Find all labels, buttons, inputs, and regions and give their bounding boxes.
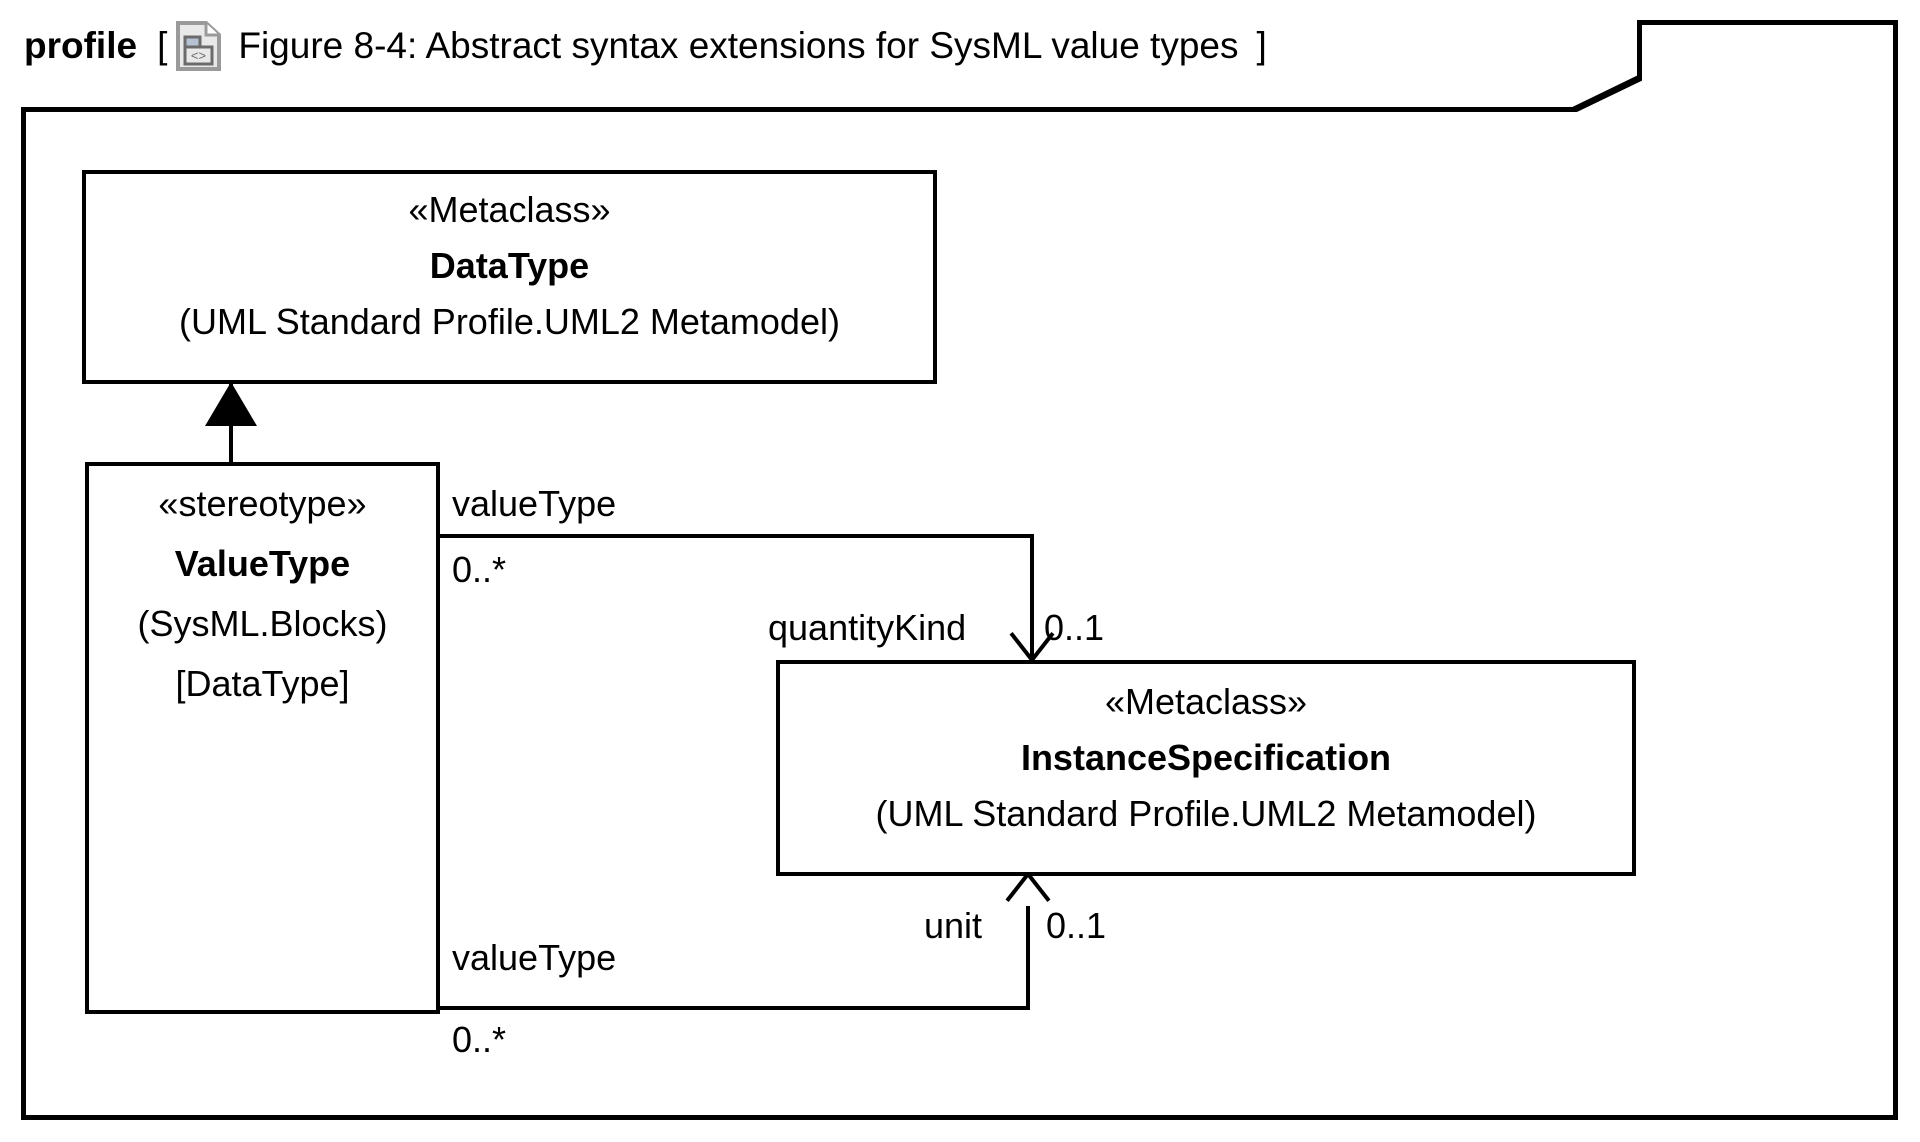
valuetype-name: ValueType (174, 543, 351, 584)
unit-edge-vertical (1026, 906, 1030, 1010)
diagram-frame-header (21, 20, 1642, 112)
datatype-qualified-name: (UML Standard Profile.UML2 Metamodel) (179, 301, 840, 342)
unit-arrowhead (1005, 872, 1051, 908)
unit-source-multiplicity-label: 0..* (452, 1019, 507, 1060)
quantitykind-target-role-label: quantityKind (768, 607, 967, 648)
datatype-stereotype: «Metaclass» (408, 189, 611, 230)
valuetype-stereotype: «stereotype» (158, 483, 367, 524)
profile-diagram-document-icon: <> (175, 20, 222, 72)
generalization-arrowhead-filled-triangle (205, 382, 257, 426)
class-box-datatype[interactable]: «Metaclass» DataType (UML Standard Profi… (82, 170, 937, 384)
quantitykind-edge-horizontal (440, 534, 1034, 538)
class-box-instancespecification[interactable]: «Metaclass» InstanceSpecification (UML S… (776, 660, 1636, 876)
quantitykind-source-role-label: valueType (452, 483, 617, 524)
quantitykind-edge-vertical (1030, 534, 1034, 660)
unit-edge-horizontal (440, 1006, 1030, 1010)
quantitykind-source-multiplicity-label: 0..* (452, 549, 507, 590)
frame-header-content: profile [ <> Figure 8-4: Abstract syntax… (24, 0, 1267, 92)
quantitykind-target-multiplicity-label: 0..1 (1044, 607, 1105, 648)
unit-target-multiplicity-label: 0..1 (1046, 905, 1107, 946)
instancespecification-qualified-name: (UML Standard Profile.UML2 Metamodel) (875, 793, 1537, 834)
unit-source-role-label: valueType (452, 937, 617, 978)
datatype-name: DataType (429, 245, 590, 286)
instancespecification-name: InstanceSpecification (1020, 737, 1392, 778)
valuetype-qualified-name: (SysML.Blocks) (137, 603, 388, 644)
bracket-open: [ (157, 25, 168, 66)
diagram-kind-keyword: profile (24, 25, 138, 66)
svg-text:<>: <> (191, 48, 206, 63)
diagram-title: Figure 8-4: Abstract syntax extensions f… (238, 25, 1239, 66)
frame-header-background (21, 20, 1637, 107)
bracket-close: ] (1256, 25, 1267, 66)
instancespecification-stereotype: «Metaclass» (1104, 681, 1308, 722)
valuetype-extends: [DataType] (175, 663, 350, 704)
unit-target-role-label: unit (924, 905, 983, 946)
class-box-valuetype[interactable]: «stereotype» ValueType (SysML.Blocks) [D… (85, 462, 440, 1014)
